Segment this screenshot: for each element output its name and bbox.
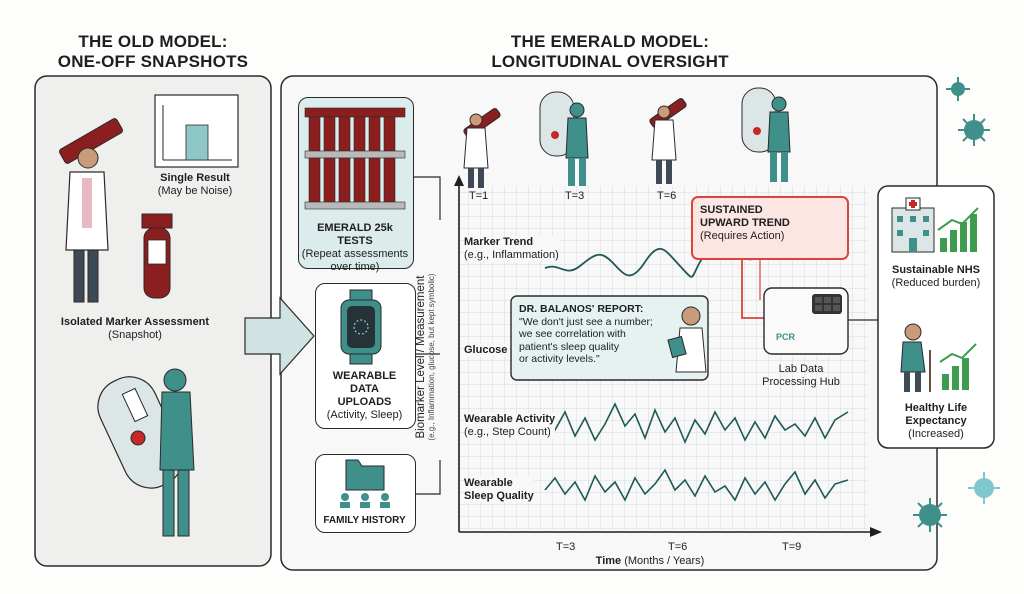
single-result-bar [185, 124, 209, 161]
test-kit-worker-illustration [97, 368, 195, 537]
doctor-illustration [667, 306, 707, 373]
trend-line1: SUSTAINED [700, 204, 763, 216]
glucose-title: Glucose [464, 344, 508, 356]
pcr-label: PCR [776, 332, 795, 342]
life-subtitle: (Increased) [908, 428, 964, 440]
report-line2: we see correlation with [519, 328, 626, 340]
pcr-device-label: PCR [776, 332, 796, 342]
tests-card-title: EMERALD 25k TESTS [317, 222, 393, 247]
virus-icon-2 [958, 114, 990, 146]
y-axis-subtitle: (e.g., Inflammation, glucose, but kept s… [427, 273, 436, 441]
elderly-person-icon [900, 323, 931, 392]
report-text: DR. BALANOS' REPORT: "We don't just see … [519, 303, 669, 366]
top-tick-1: T=1 [469, 190, 489, 202]
growth-chart-icon-nhs [937, 207, 979, 252]
virus-icon-1 [946, 77, 970, 101]
wearable-line2: DATA [350, 383, 379, 395]
bottom-tick-3: T=9 [782, 541, 802, 553]
trend-line3: (Requires Action) [700, 230, 785, 242]
wearable-line1: WEARABLE [332, 370, 397, 382]
trend-line2: UPWARD TREND [700, 217, 790, 229]
top-tick-2: T=3 [565, 190, 585, 202]
isolated-assessment-subtitle: (Snapshot) [108, 329, 162, 341]
hospital-icon [891, 197, 935, 253]
wearable-line4: (Activity, Sleep) [326, 409, 403, 421]
top-ticks: T=1 T=3 T=6 [0, 190, 1024, 204]
sleep-line [544, 468, 849, 502]
tests-card-line1: (Repeat assessments [301, 248, 409, 260]
family-history-label: FAMILY HISTORY [315, 514, 414, 527]
life-title-line1: Healthy Life [904, 402, 968, 414]
pcr-device-icon [763, 287, 849, 355]
report-box [510, 295, 709, 381]
trend-alert-box [691, 196, 849, 260]
nhs-subtitle: (Reduced burden) [891, 277, 981, 289]
old-model-title-line1: THE OLD MODEL: [78, 32, 228, 51]
timeline-figure-t6 [649, 98, 687, 184]
top-tick-3: T=6 [657, 190, 677, 202]
glucose-label: Glucose [464, 344, 508, 356]
x-axis-unit: (Months / Years) [624, 555, 705, 567]
isolated-assessment-label: Isolated Marker Assessment (Snapshot) [40, 316, 230, 342]
marker-trend-title: Marker Trend [464, 236, 534, 248]
blood-tube-illustration [141, 213, 173, 299]
isolated-assessment-title: Isolated Marker Assessment [60, 316, 210, 328]
report-title: DR. BALANOS' REPORT: [519, 303, 644, 315]
bottom-ticks: T=3 T=6 T=9 [0, 541, 1024, 555]
wearable-card [315, 283, 416, 429]
tests-card-line2: over time) [330, 261, 380, 273]
old-model-title: THE OLD MODEL: ONE-OFF SNAPSHOTS [35, 32, 271, 72]
marker-trend-label: Marker Trend (e.g., Inflammation) [464, 236, 559, 262]
activity-label: Wearable Activity (e.g., Step Count) [464, 413, 556, 439]
scientist-illustration [59, 118, 123, 303]
report-line1: "We don't just see a number; [519, 315, 653, 328]
y-axis-title-wrapper: Biomarker Level / Measurement (e.g., Inf… [415, 197, 449, 517]
activity-subtitle: (e.g., Step Count) [464, 426, 551, 438]
hub-label: Lab Data Processing Hub [746, 363, 856, 389]
wearable-line3: UPLOADS [337, 396, 392, 408]
flow-arrow [244, 296, 315, 376]
wearable-card-label: WEARABLE DATA UPLOADS (Activity, Sleep) [315, 370, 414, 422]
timeline-figure-t9 [741, 87, 791, 182]
tests-card-label: EMERALD 25k TESTS (Repeat assessments ov… [298, 222, 412, 274]
nhs-title: Sustainable NHS [891, 264, 981, 276]
report-line4: or activity levels." [519, 353, 600, 365]
single-result-title: Single Result [160, 172, 230, 184]
emerald-model-title-line2: LONGITUDINAL OVERSIGHT [491, 52, 729, 71]
old-model-title-line2: ONE-OFF SNAPSHOTS [57, 52, 249, 71]
single-result-subtitle: (May be Noise) [157, 185, 233, 197]
marker-trend-subtitle: (e.g., Inflammation) [464, 249, 559, 261]
virus-icon-4 [913, 498, 947, 532]
emerald-model-title: THE EMERALD MODEL: LONGITUDINAL OVERSIGH… [440, 32, 780, 72]
timeline-figure-t3 [539, 91, 589, 186]
bottom-tick-1: T=3 [556, 541, 576, 553]
x-axis-title: Time [595, 555, 622, 567]
hub-line2: Processing Hub [762, 376, 840, 388]
nhs-label: Sustainable NHS (Reduced burden) [878, 264, 994, 290]
virus-icon-3 [968, 472, 1000, 504]
growth-chart-icon-life [939, 343, 977, 390]
life-label: Healthy Life Expectancy (Increased) [878, 402, 994, 441]
timeline-figure-t1 [463, 108, 501, 188]
bottom-tick-2: T=6 [668, 541, 688, 553]
emerald-model-title-line1: THE EMERALD MODEL: [510, 32, 710, 51]
sleep-title: Wearable [464, 477, 513, 489]
hub-line1: Lab Data [778, 363, 824, 375]
single-result-label: Single Result (May be Noise) [140, 172, 250, 198]
report-line3: patient's sleep quality [519, 340, 620, 353]
x-axis-label: Time (Months / Years) [560, 555, 740, 567]
family-history-title: FAMILY HISTORY [323, 515, 406, 526]
activity-line [544, 402, 849, 445]
trend-box-label: SUSTAINED UPWARD TREND (Requires Action) [700, 204, 790, 243]
sleep-label: Wearable Sleep Quality [464, 477, 534, 503]
activity-title: Wearable Activity [464, 413, 556, 425]
y-axis-title: Biomarker Level / Measurement [415, 275, 427, 439]
sleep-subtitle: Sleep Quality [464, 490, 534, 502]
life-title-line2: Expectancy [905, 415, 967, 427]
